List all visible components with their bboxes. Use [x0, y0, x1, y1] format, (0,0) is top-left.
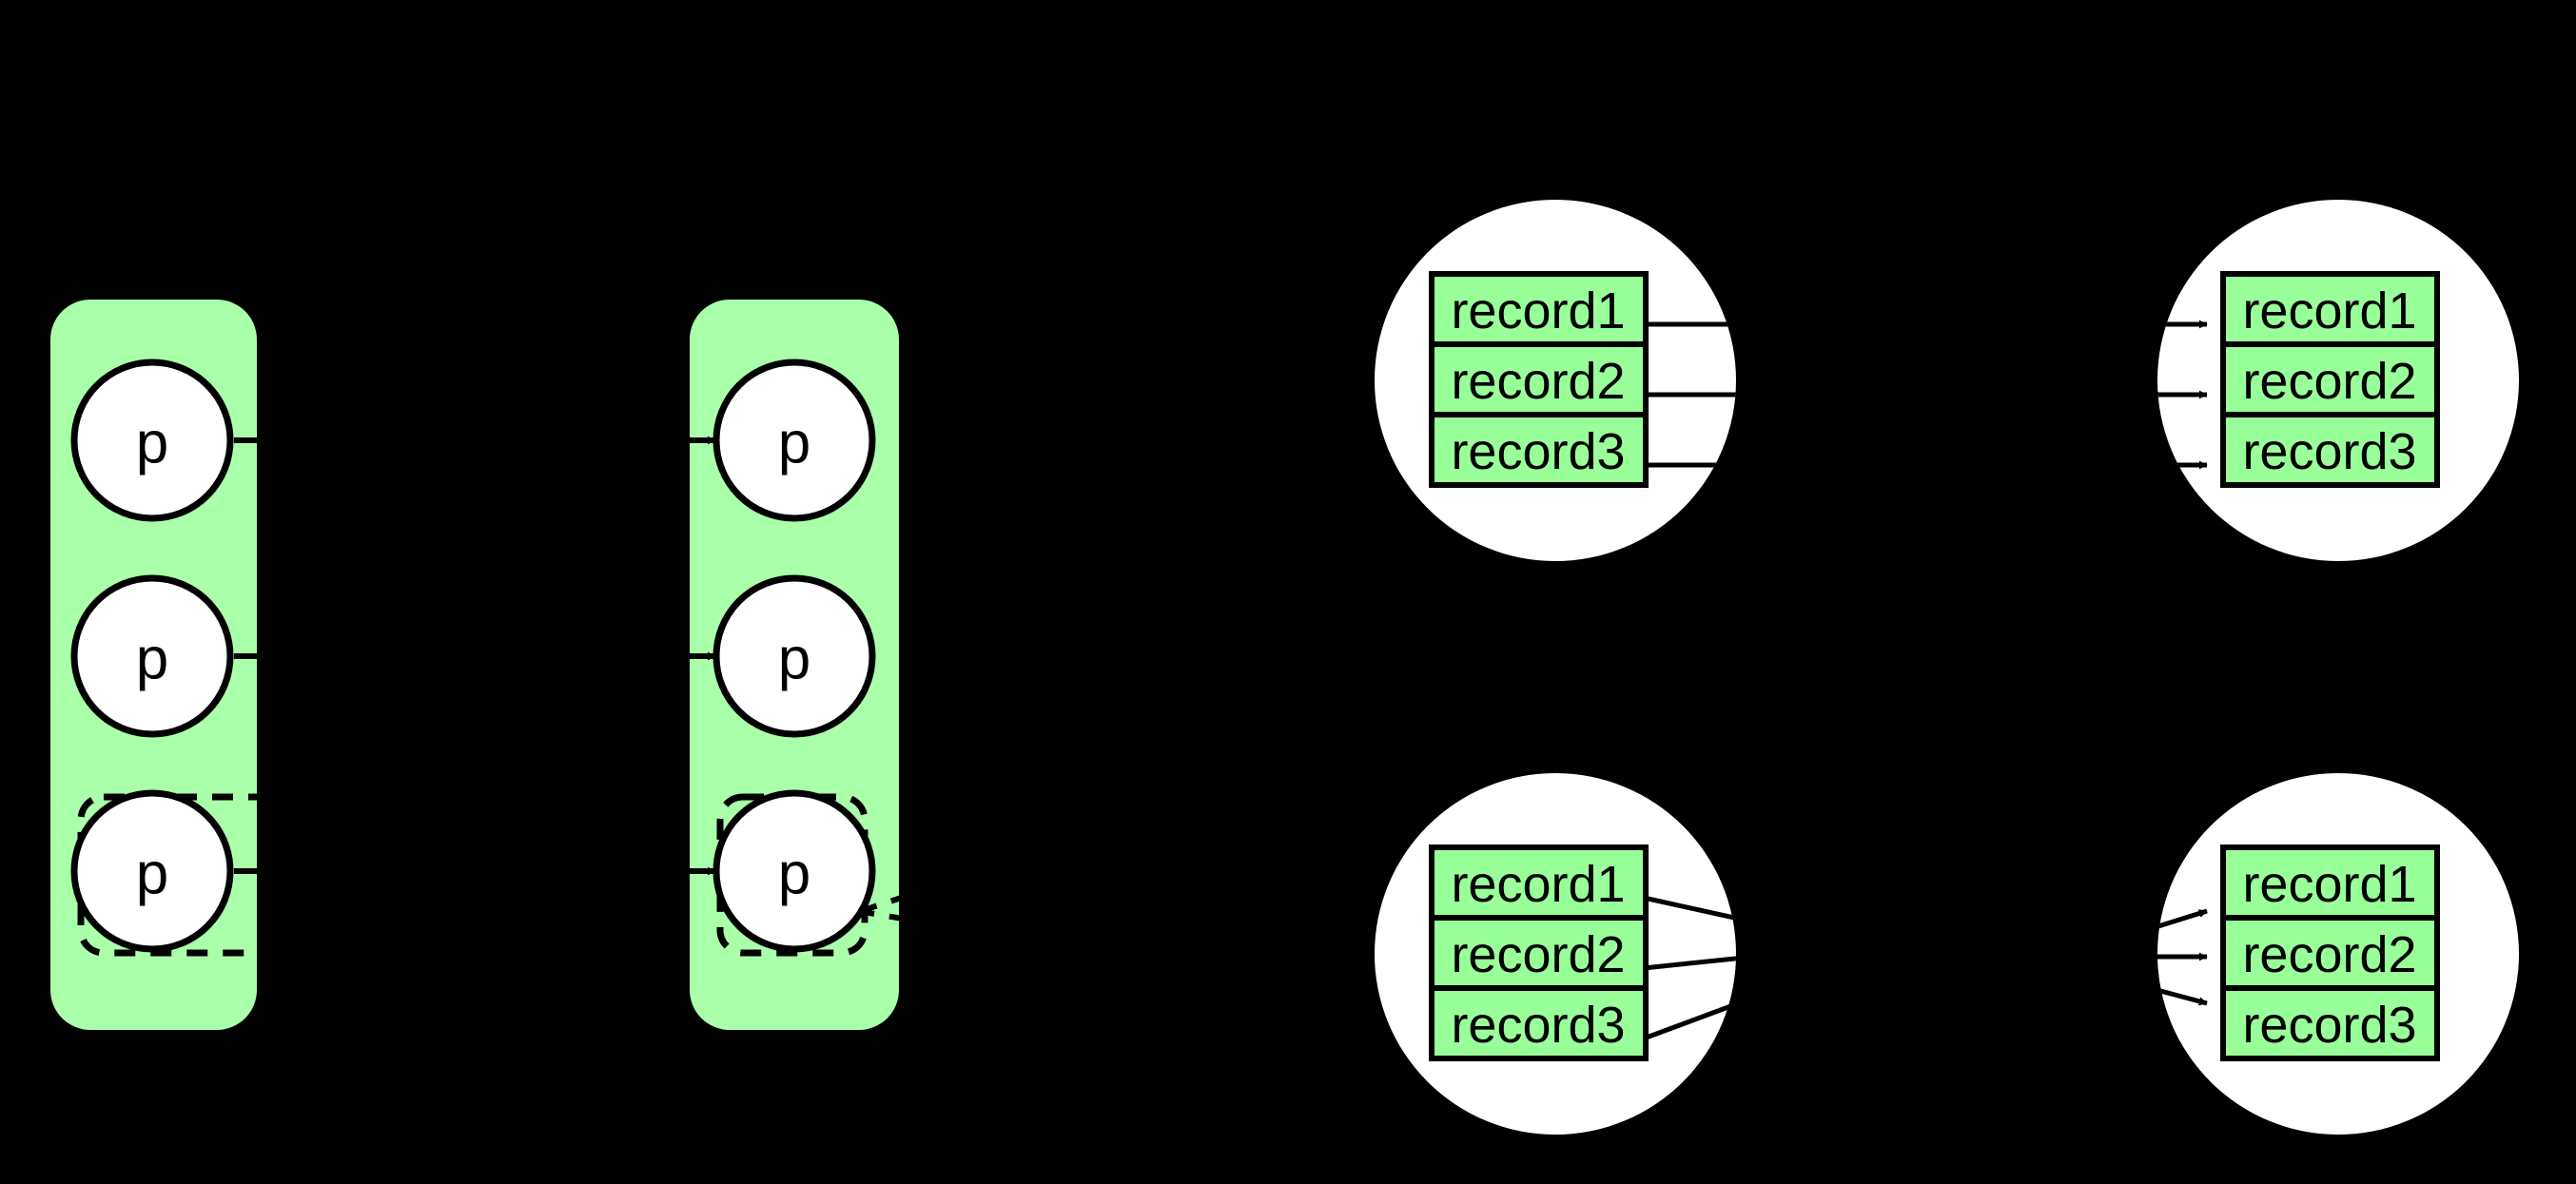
pointer-node-label: p	[778, 411, 810, 476]
record-row-label: record1	[2242, 282, 2416, 340]
record-row-label: record3	[2242, 423, 2416, 480]
pointer-node-label: p	[136, 411, 168, 476]
record-row-label: record3	[2242, 997, 2416, 1054]
panel-record-top-right: record1 record2 record3	[2157, 200, 2519, 561]
record-row-label: record2	[1451, 926, 1625, 983]
record-row-label: record2	[2242, 926, 2416, 983]
pointer-node-label: p	[136, 627, 168, 692]
record-row-label: record1	[1451, 282, 1625, 340]
pointer-node-right-1: p	[712, 359, 876, 522]
record-row-label: record3	[1451, 997, 1625, 1054]
pointer-node-right-2: p	[712, 574, 876, 738]
record-table-tr: record1 record2 record3	[2220, 271, 2440, 488]
record-edge-bl-3	[1643, 975, 1736, 1041]
record-table-tl: record1 record2 record3	[1429, 271, 1649, 488]
record-row-label: record3	[1451, 423, 1625, 480]
record-edge-bl-2	[1643, 948, 1736, 971]
record-arrow-br-1	[2157, 908, 2208, 938]
pointer-node-right-3: p	[712, 789, 876, 953]
record-arrow-br-3	[2157, 981, 2208, 1006]
pointer-node-label: p	[136, 842, 168, 907]
pointer-node-left-3: p	[70, 789, 234, 953]
record-row-label: record2	[2242, 353, 2416, 410]
record-row-label: record1	[2242, 856, 2416, 913]
panel-record-bottom-right: record1 record2 record3	[2157, 773, 2519, 1135]
record-row-label: record1	[1451, 856, 1625, 913]
panel-pointer-left: p p p	[50, 300, 257, 1030]
dashed-return-edge-upper	[857, 908, 899, 928]
pointer-node-label: p	[778, 627, 810, 692]
panel-record-top-left: record1 record2 record3	[1375, 200, 1736, 561]
record-row-label: record2	[1451, 353, 1625, 410]
record-table-br: record1 record2 record3	[2220, 844, 2440, 1061]
pointer-node-left-1: p	[70, 359, 234, 522]
record-edge-bl-1	[1643, 895, 1736, 937]
pointer-node-left-2: p	[70, 574, 234, 738]
dashed-return-edge	[861, 882, 899, 911]
panel-pointer-right: p p p	[690, 300, 899, 1030]
pointer-node-label: p	[778, 842, 810, 907]
panel-record-bottom-left: record1 record2 record3	[1375, 773, 1736, 1135]
record-table-bl: record1 record2 record3	[1429, 844, 1649, 1061]
